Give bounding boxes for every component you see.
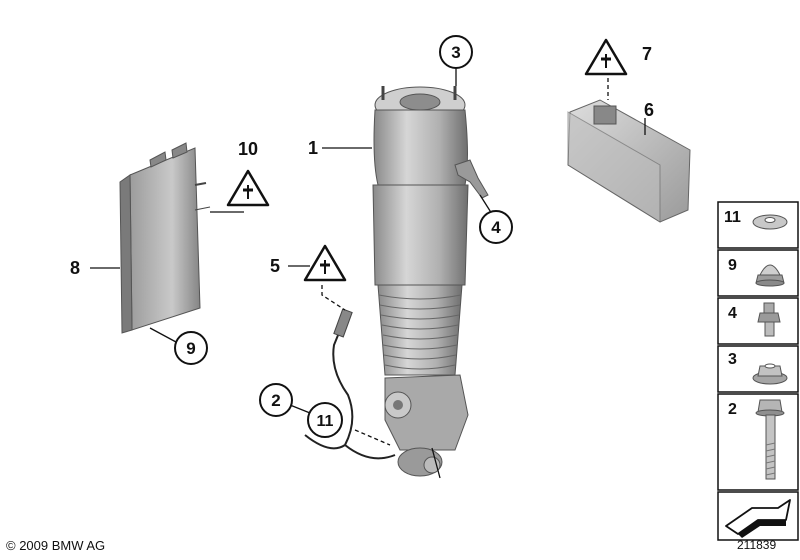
callout-circle-11: 11 bbox=[307, 402, 343, 438]
copyright-text: © 2009 BMW AG bbox=[6, 538, 106, 553]
arrow-icon bbox=[725, 499, 791, 538]
callout-circle-9: 9 bbox=[174, 331, 208, 365]
callout-1: 1 bbox=[308, 138, 318, 158]
control-unit-8 bbox=[119, 142, 211, 334]
diagram-number: 211839 bbox=[737, 538, 777, 552]
cap-nut-icon bbox=[755, 264, 785, 287]
callout-8: 8 bbox=[70, 258, 80, 278]
callout-circle-4: 4 bbox=[479, 210, 513, 244]
module-6 bbox=[567, 99, 691, 223]
washer-icon bbox=[752, 214, 788, 230]
svg-text:9: 9 bbox=[186, 339, 195, 358]
legend-label-4: 4 bbox=[728, 305, 737, 322]
svg-text:3: 3 bbox=[451, 43, 460, 62]
legend-label-9: 9 bbox=[728, 257, 737, 274]
callout-7: 7 bbox=[642, 44, 652, 64]
hex-bolt-icon bbox=[755, 399, 785, 480]
svg-text:2: 2 bbox=[271, 391, 280, 410]
callout-circle-3: 3 bbox=[439, 35, 473, 69]
warning-triangle-icon bbox=[303, 244, 347, 282]
air-spring-strut-1 bbox=[372, 86, 489, 477]
parts-legend: 11 9 4 3 2 bbox=[717, 201, 799, 541]
legend-label-11: 11 bbox=[724, 209, 741, 226]
connector-valve-icon bbox=[757, 302, 781, 337]
warning-triangle-icon bbox=[226, 169, 270, 207]
callout-circle-2: 2 bbox=[259, 383, 293, 417]
warning-triangle-icon bbox=[584, 38, 628, 76]
callout-6: 6 bbox=[644, 100, 654, 120]
callout-10: 10 bbox=[238, 139, 258, 159]
svg-text:11: 11 bbox=[317, 413, 334, 430]
legend-label-3: 3 bbox=[728, 351, 737, 368]
legend-label-2: 2 bbox=[728, 401, 737, 418]
flange-nut-icon bbox=[752, 363, 788, 385]
svg-text:4: 4 bbox=[491, 218, 501, 237]
callout-5: 5 bbox=[270, 256, 280, 276]
sensor-cable bbox=[304, 308, 396, 460]
leader-lines bbox=[90, 66, 646, 479]
